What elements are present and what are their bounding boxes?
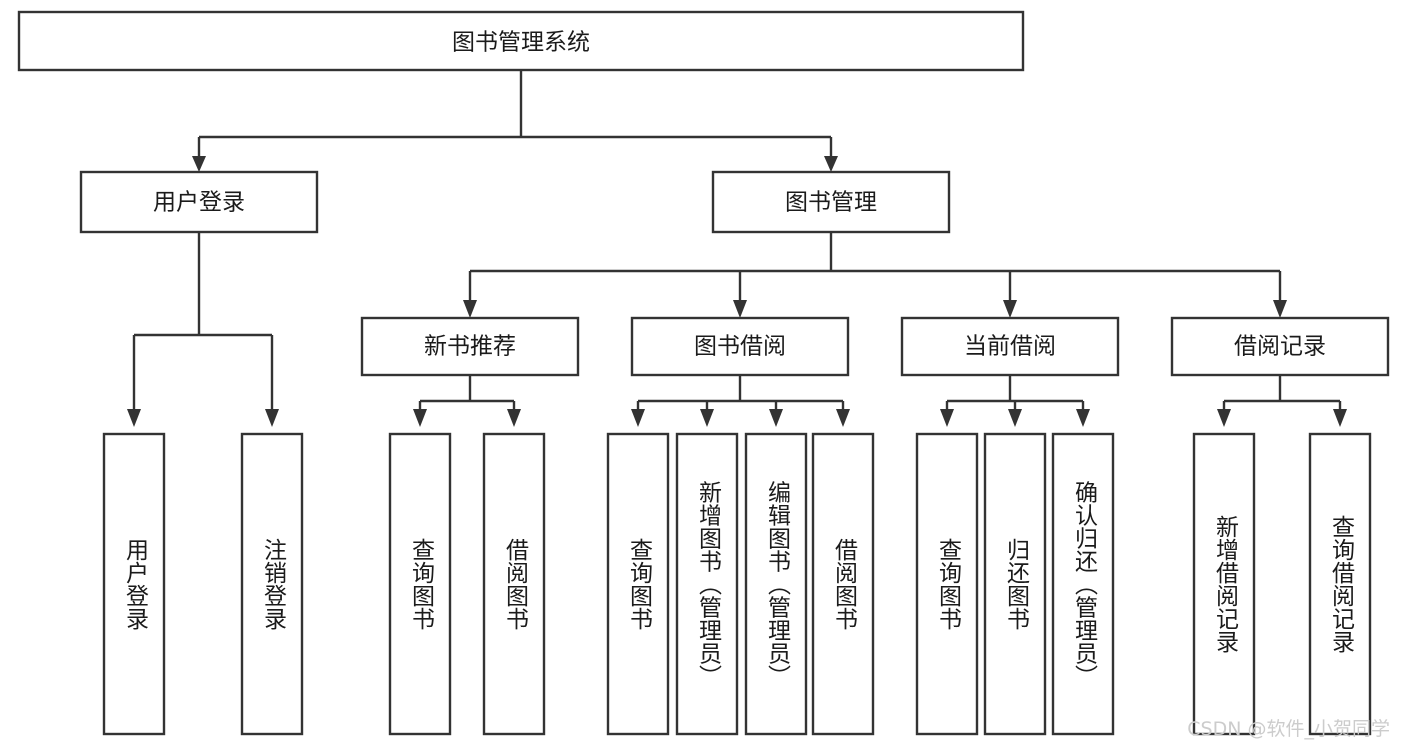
leaf-borrowrecord-query-record-box [1308,432,1372,736]
leaf-borrowrecord-add-record[interactable]: 新增借阅记录 [1192,432,1256,736]
leaf-bookborrow-borrow-book-label: 借阅图书 [831,538,859,630]
leaf-currentborrow-confirm-return-admin-label: 确认归还（管理员） [1071,481,1099,688]
leaf-currentborrow-query-book[interactable]: 查询图书 [915,432,979,736]
node-book-management-label: 图书管理 [785,190,877,216]
leaf-bookborrow-borrow-book[interactable]: 借阅图书 [811,432,875,736]
leaf-bookborrow-query-book-label: 查询图书 [626,538,654,630]
arrow-head-bookborrow-leaf2 [700,409,714,427]
arrow-head-currentborrow-leaf3 [1076,409,1090,427]
arrow-head-currentborrow-leaf1 [940,409,954,427]
node-current-borrow-box [900,316,1120,377]
node-user-login-label: 用户登录 [153,190,245,216]
node-borrow-record-label: 借阅记录 [1234,334,1326,360]
node-borrow-record[interactable]: 借阅记录 [1170,316,1390,377]
node-new-book-recommend-box [360,316,580,377]
node-new-book-recommend-label: 新书推荐 [424,334,516,360]
leaf-bookborrow-add-book-admin-box [675,432,739,736]
leaf-newbook-borrow-book-box [482,432,546,736]
node-book-borrow-box [630,316,850,377]
leaf-newbook-query-book-box [388,432,452,736]
node-user-login-box [79,170,319,234]
node-root-box [17,10,1025,72]
arrow-head-user-login [192,156,206,172]
node-root-book-management-system[interactable]: 图书管理系统 [17,10,1025,72]
arrow-head-bookborrow-leaf3 [769,409,783,427]
leaf-user-login-logout-label: 注销登录 [260,538,288,630]
arrow-head-borrow-record [1273,300,1287,318]
node-borrow-record-box [1170,316,1390,377]
leaf-user-login-logout[interactable]: 注销登录 [240,432,304,736]
arrow-head-borrowrecord-leaf2 [1333,409,1347,427]
connector-layer [127,70,1347,427]
arrow-head-newbook-recommend [463,300,477,318]
leaf-bookborrow-add-book-admin-label: 新增图书（管理员） [695,481,723,688]
leaf-bookborrow-edit-book-admin-label: 编辑图书（管理员） [764,481,792,688]
leaf-user-login-login[interactable]: 用户登录 [102,432,166,736]
arrow-head-currentborrow-leaf2 [1008,409,1022,427]
leaf-newbook-borrow-book-label: 借阅图书 [502,538,530,630]
csdn-watermark: CSDN @软件_小贺同学 [1187,718,1390,740]
leaf-currentborrow-return-book-box [983,432,1047,736]
arrow-head-book-manage [824,156,838,172]
node-user-login[interactable]: 用户登录 [79,170,319,234]
node-new-book-recommend[interactable]: 新书推荐 [360,316,580,377]
arrow-head-leaf-user-login [127,409,141,427]
node-book-management-box [711,170,951,234]
leaf-user-login-login-label: 用户登录 [122,538,150,630]
node-root-label: 图书管理系统 [452,30,590,56]
node-current-borrow-label: 当前借阅 [964,334,1056,360]
leaf-bookborrow-borrow-book-box [811,432,875,736]
node-book-borrow[interactable]: 图书借阅 [630,316,850,377]
leaf-bookborrow-edit-book-admin[interactable]: 编辑图书（管理员） [744,432,808,736]
leaf-user-login-logout-box [240,432,304,736]
leaf-currentborrow-return-book[interactable]: 归还图书 [983,432,1047,736]
leaf-borrowrecord-query-record-label: 查询借阅记录 [1328,515,1356,653]
leaf-newbook-query-book-label: 查询图书 [408,538,436,630]
arrow-head-book-borrow [733,300,747,318]
leaf-currentborrow-confirm-return-admin[interactable]: 确认归还（管理员） [1051,432,1115,736]
leaf-bookborrow-query-book[interactable]: 查询图书 [606,432,670,736]
leaf-bookborrow-edit-book-admin-box [744,432,808,736]
leaf-newbook-borrow-book[interactable]: 借阅图书 [482,432,546,736]
leaf-borrowrecord-add-record-label: 新增借阅记录 [1212,515,1240,653]
arrow-head-borrowrecord-leaf1 [1217,409,1231,427]
node-book-management[interactable]: 图书管理 [711,170,951,234]
arrow-head-bookborrow-leaf1 [631,409,645,427]
leaf-currentborrow-query-book-label: 查询图书 [935,538,963,630]
leaf-currentborrow-return-book-label: 归还图书 [1003,538,1031,630]
leaf-bookborrow-add-book-admin[interactable]: 新增图书（管理员） [675,432,739,736]
node-book-borrow-label: 图书借阅 [694,334,786,360]
node-current-borrow[interactable]: 当前借阅 [900,316,1120,377]
leaf-borrowrecord-add-record-box [1192,432,1256,736]
leaf-newbook-query-book[interactable]: 查询图书 [388,432,452,736]
arrow-head-bookborrow-leaf4 [836,409,850,427]
arrow-head-current-borrow [1003,300,1017,318]
leaf-currentborrow-confirm-return-admin-box [1051,432,1115,736]
leaf-currentborrow-query-book-box [915,432,979,736]
arrow-head-leaf-logout [265,409,279,427]
leaf-borrowrecord-query-record[interactable]: 查询借阅记录 [1308,432,1372,736]
arrow-head-newbook-leaf1 [413,409,427,427]
leaf-bookborrow-query-book-box [606,432,670,736]
arrow-head-newbook-leaf2 [507,409,521,427]
leaf-user-login-login-box [102,432,166,736]
